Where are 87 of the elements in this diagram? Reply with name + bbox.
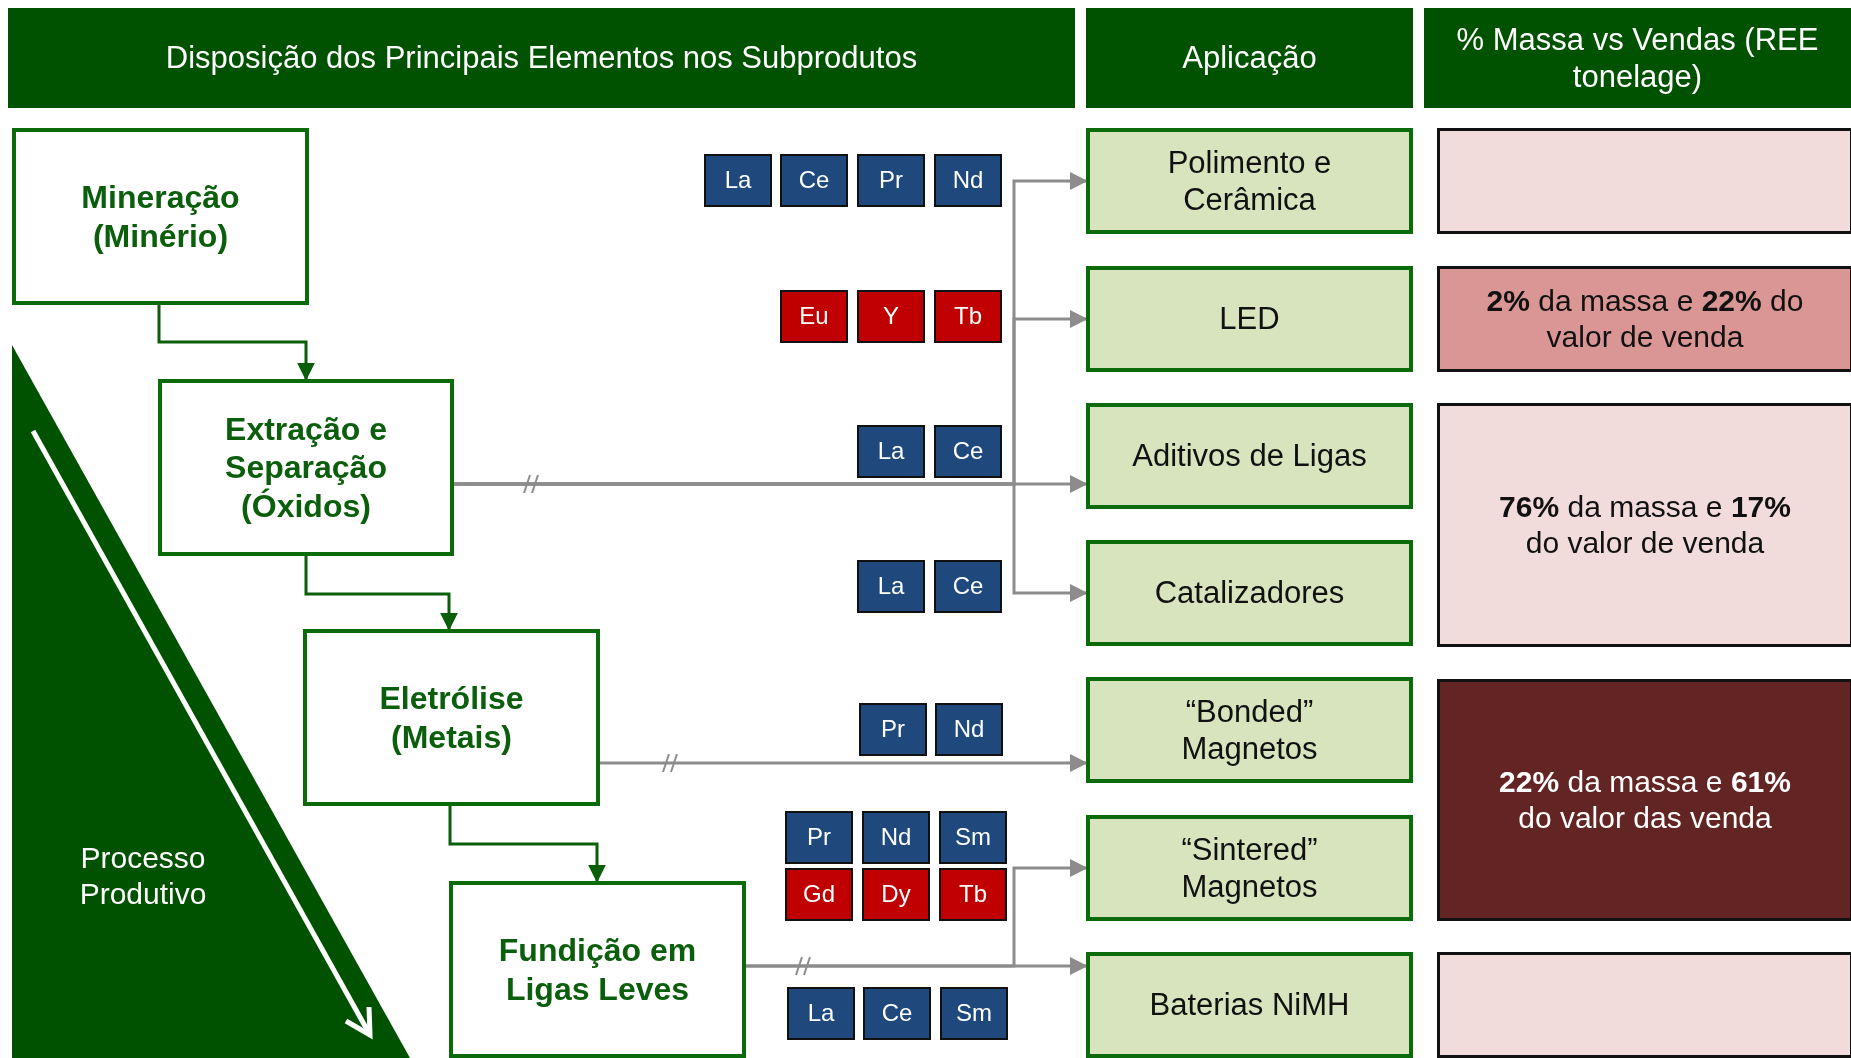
element-symbol: Pr [881, 715, 905, 744]
header-text: % Massa vs Vendas (REE tonelage) [1455, 20, 1820, 96]
application-box [1086, 677, 1413, 783]
element-tile [934, 425, 1002, 478]
application-box [1086, 266, 1413, 372]
element-tile [863, 987, 931, 1040]
element-tile [940, 987, 1008, 1040]
element-symbol: Eu [799, 302, 829, 331]
application-label: “Sintered” Magnetos [1180, 830, 1319, 906]
header-text: Aplicação [1182, 39, 1317, 77]
element-tile [857, 560, 925, 613]
element-symbol: Ce [881, 999, 913, 1028]
element-tile [857, 425, 925, 478]
application-label: Catalizadores [1154, 574, 1345, 612]
application-box [1086, 952, 1413, 1058]
arrow [454, 482, 1088, 602]
element-symbol: Y [883, 302, 899, 331]
application-box [1086, 815, 1413, 921]
element-tile [857, 154, 925, 207]
element-tile [862, 811, 930, 864]
empty-box [1437, 952, 1851, 1058]
share-box [1437, 679, 1851, 921]
element-symbol: Nd [880, 823, 912, 852]
element-symbol: Pr [879, 166, 903, 195]
element-symbol: La [724, 166, 752, 195]
element-tile [785, 811, 853, 864]
process-label: Eletrólise (Metais) [378, 679, 525, 756]
process-label: Fundição em Ligas Leves [497, 931, 698, 1008]
application-label: LED [1219, 300, 1280, 338]
share-text: 2% da massa e 22% do valor de venda [1486, 283, 1804, 355]
application-label: “Bonded” Magnetos [1180, 692, 1319, 768]
element-symbol: Ce [952, 437, 984, 466]
share-text: 22% da massa e 61% do valor das venda [1498, 764, 1792, 836]
element-tile [780, 290, 848, 343]
element-symbol: La [877, 572, 905, 601]
element-tile [934, 290, 1002, 343]
element-symbol: Ce [798, 166, 830, 195]
process-label: Mineração (Minério) [80, 178, 241, 255]
element-tile [787, 987, 855, 1040]
element-tile [862, 868, 930, 921]
share-text: 76% da massa e 17% do valor de venda [1498, 489, 1792, 561]
flow-arrow [304, 556, 458, 631]
process-box [449, 881, 746, 1058]
application-label: Polimento e Cerâmica [1166, 143, 1333, 219]
element-tile [934, 154, 1002, 207]
application-box [1086, 403, 1413, 509]
element-symbol: La [807, 999, 835, 1028]
element-symbol: La [877, 437, 905, 466]
empty-box [1437, 128, 1851, 234]
header-band [8, 8, 1075, 108]
element-tile [780, 154, 848, 207]
header-band [1086, 8, 1413, 108]
element-symbol: Dy [881, 880, 911, 909]
element-symbol: Sm [956, 999, 992, 1028]
element-symbol: Nd [953, 715, 985, 744]
element-symbol: Tb [959, 880, 987, 909]
element-tile [857, 290, 925, 343]
header-band [1424, 8, 1851, 108]
process-label: Extração e Separação (Óxidos) [224, 409, 388, 526]
application-label: Baterias NiMH [1149, 986, 1350, 1024]
triangle-label: Processo Produtivo [78, 840, 208, 912]
element-tile [704, 154, 772, 207]
element-tile [935, 703, 1003, 756]
element-symbol: Gd [803, 880, 835, 909]
flow-arrow [157, 305, 315, 381]
application-box [1086, 540, 1413, 646]
arrow [746, 957, 1088, 975]
element-symbol: Ce [952, 572, 984, 601]
element-tile [785, 868, 853, 921]
element-symbol: Nd [952, 166, 984, 195]
application-box [1086, 128, 1413, 234]
share-box [1437, 403, 1851, 647]
header-text: Disposição dos Principais Elementos nos Subprodutos [165, 39, 918, 77]
element-symbol: Sm [955, 823, 991, 852]
application-label: Aditivos de Ligas [1132, 437, 1367, 475]
element-symbol: Pr [807, 823, 831, 852]
element-tile [934, 560, 1002, 613]
element-tile [859, 703, 927, 756]
element-tile [939, 811, 1007, 864]
element-tile [939, 868, 1007, 921]
process-box [12, 128, 309, 305]
flow-arrow [448, 806, 606, 883]
element-symbol: Tb [954, 302, 982, 331]
process-box [158, 379, 454, 556]
process-box [303, 629, 600, 806]
share-box [1437, 266, 1851, 372]
arrow [600, 754, 1088, 772]
